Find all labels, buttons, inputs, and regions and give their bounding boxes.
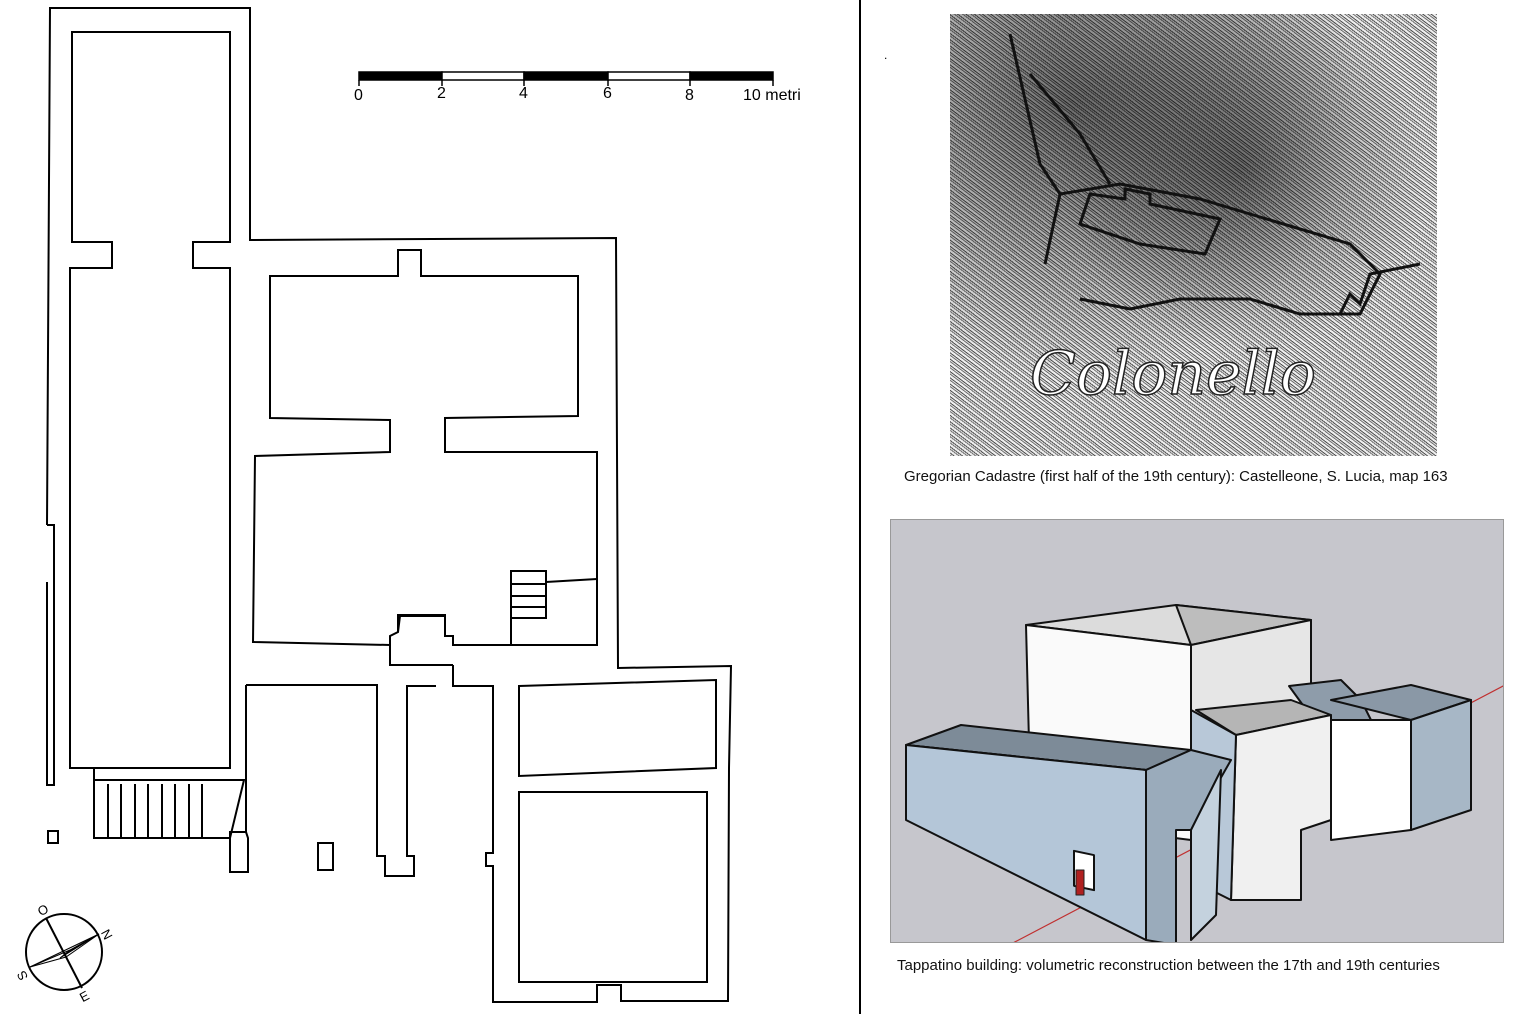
floor-plan: 0 2 4 6 8 10 metri O N S E: [14, 7, 801, 1005]
stairs: [510, 570, 598, 645]
scale-tick-8: 8: [685, 87, 694, 104]
cadastre-caption: Gregorian Cadastre (first half of the 19…: [904, 468, 1448, 485]
compass-east-label: E: [77, 988, 92, 1005]
stray-mark: .: [884, 48, 888, 62]
compass-rose: O N S E: [14, 901, 116, 1005]
scale-bar: [358, 71, 774, 86]
scale-tick-2: 2: [437, 85, 446, 102]
scale-person: [1075, 869, 1085, 896]
volumetric-reconstruction-image: [890, 519, 1504, 943]
stairs-bottom: [107, 784, 203, 838]
cadastre-map-image: Colonello: [950, 14, 1437, 456]
scale-tick-4: 4: [519, 85, 528, 102]
cadastre-lines: Colonello: [1008, 33, 1421, 410]
plan-walls: [46, 7, 733, 1003]
scale-tick-6: 6: [603, 85, 612, 102]
compass-south-label: S: [14, 968, 31, 983]
reconstruction-caption: Tappatino building: volumetric reconstru…: [897, 957, 1440, 974]
scale-tick-0: 0: [354, 87, 363, 104]
scale-tick-10: 10 metri: [743, 87, 801, 104]
panel-divider: [859, 0, 861, 1014]
long-block-wall: [905, 744, 1147, 941]
cadastre-handwriting: Colonello: [1030, 339, 1316, 409]
